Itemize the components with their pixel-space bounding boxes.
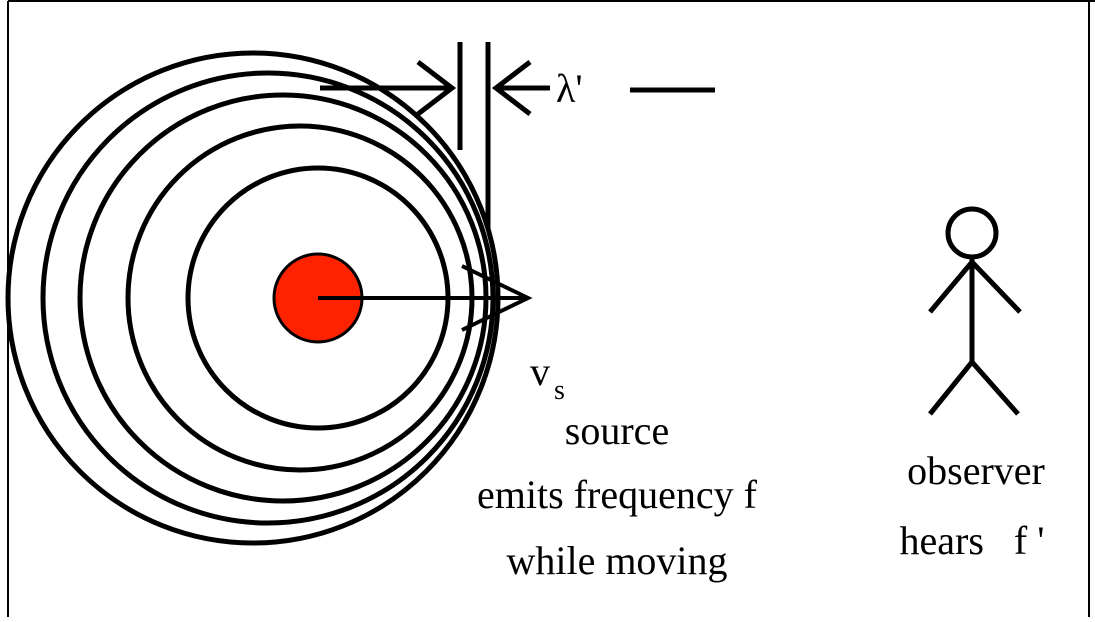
wavelength-marker — [320, 42, 715, 228]
wavelength-label: λ' — [556, 66, 583, 111]
velocity-subscript: s — [554, 375, 565, 406]
source-caption: source emits frequency f while moving — [477, 408, 758, 583]
observer-caption: observer hears f ' — [900, 448, 1045, 563]
observer-title: observer — [907, 448, 1045, 493]
observer-head — [948, 209, 996, 257]
source-line1: emits frequency f — [477, 472, 758, 517]
velocity-symbol: v — [530, 349, 550, 394]
observer-figure — [930, 209, 1020, 414]
source-title: source — [565, 408, 669, 453]
observer-line1: hears f ' — [900, 518, 1045, 563]
source-line2: while moving — [506, 538, 727, 583]
